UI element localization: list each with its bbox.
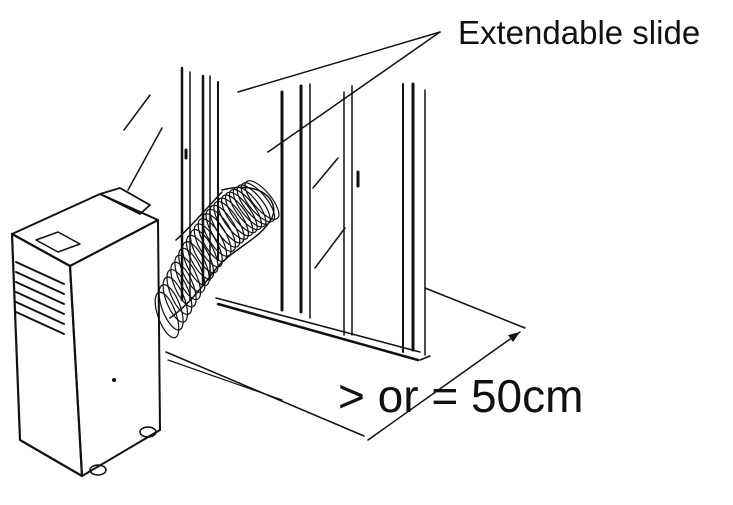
vent-slat <box>15 311 65 335</box>
hose-ring <box>197 218 228 262</box>
hose-ring <box>182 241 210 287</box>
hose-ring <box>228 188 263 231</box>
exhaust-hose <box>154 180 280 339</box>
extendable-slide <box>280 82 426 356</box>
hose-ring <box>240 182 276 223</box>
hose-ring <box>224 191 258 234</box>
wheel <box>89 464 107 476</box>
vent-slat <box>15 281 65 305</box>
hose-ring <box>189 228 219 274</box>
hose-ring <box>166 268 193 316</box>
hose-ring <box>158 284 184 331</box>
extendable-slide-label: Extendable slide <box>458 14 700 51</box>
hose-ring <box>244 180 280 220</box>
distance-label: > or = 50cm <box>338 370 583 422</box>
control-panel <box>35 231 81 253</box>
hose-ring <box>170 261 197 308</box>
hose-ring <box>217 197 250 240</box>
vent-slat <box>15 291 65 315</box>
portable-air-conditioner <box>10 187 161 478</box>
hose-ring <box>232 186 267 228</box>
hose-ring <box>236 184 271 225</box>
hose-ring <box>178 247 206 294</box>
vent-slat <box>15 271 65 295</box>
air-vents <box>15 261 65 335</box>
hose-ring <box>154 291 180 339</box>
floor-lines <box>165 297 431 437</box>
indicator-dot <box>112 378 116 382</box>
hose-ring <box>221 194 254 237</box>
hose-rings <box>154 180 280 339</box>
hose-ring <box>185 234 215 280</box>
hose-ring <box>213 200 245 244</box>
distance-indicator <box>367 287 526 441</box>
hose-ring <box>193 223 223 268</box>
hose-ring <box>201 213 232 257</box>
vent-slat <box>15 261 65 285</box>
arrow-head-icon <box>508 332 520 342</box>
wheel <box>139 426 157 438</box>
vent-slat <box>15 301 65 325</box>
window-frame <box>180 66 219 302</box>
handle <box>99 187 151 215</box>
hose-ring <box>174 254 202 301</box>
hose-ring <box>162 276 189 323</box>
leader-lines <box>123 31 441 191</box>
